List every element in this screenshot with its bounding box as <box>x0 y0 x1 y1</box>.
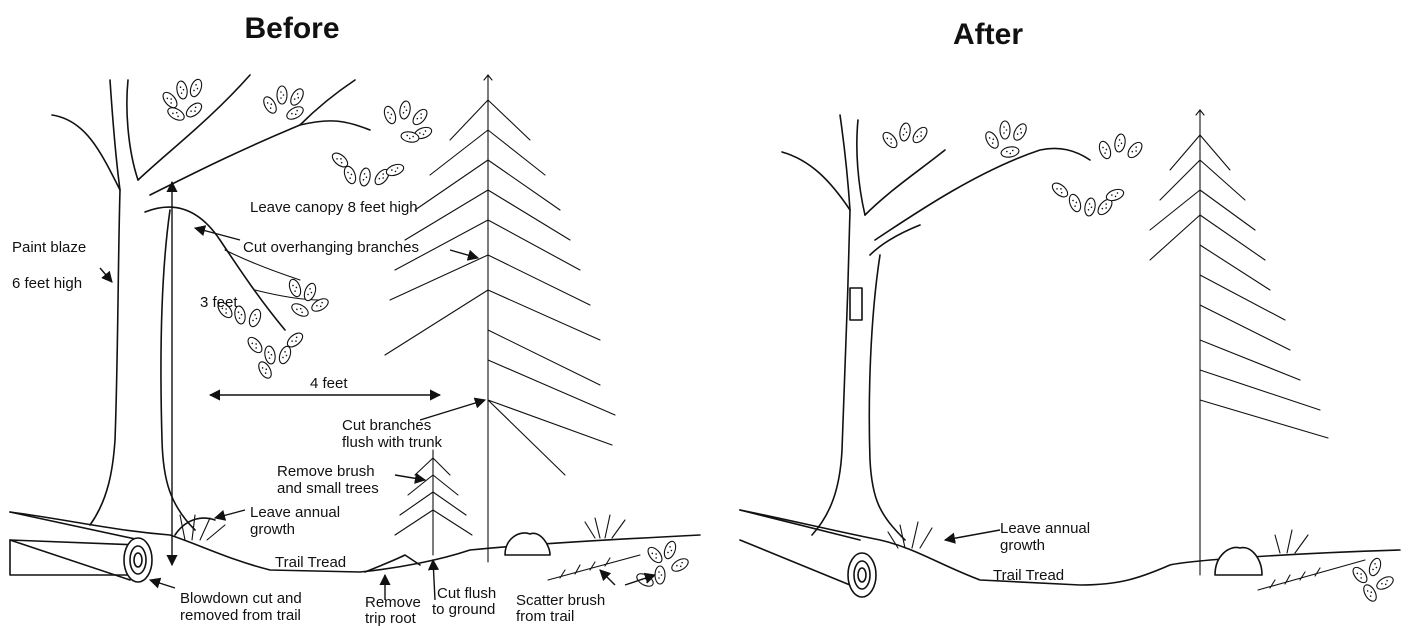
label-scatter-brush: Scatter brush <box>516 592 605 609</box>
after-label-leave-annual: Leave annual <box>1000 520 1090 537</box>
label-blowdown: Blowdown cut and <box>180 590 302 607</box>
label-remove: Remove <box>365 594 421 611</box>
label-cut-flush: Cut flush <box>437 585 496 602</box>
label-paint-blaze-height: 6 feet high <box>12 275 82 292</box>
label-growth: growth <box>250 521 295 538</box>
after-annotations <box>945 530 1000 540</box>
after-panel: After <box>740 18 1400 603</box>
after-label-trail-tread: Trail Tread <box>993 567 1064 584</box>
label-to-ground: to ground <box>432 601 495 618</box>
label-removed-from-trail: removed from trail <box>180 607 301 624</box>
before-panel: Before <box>10 12 700 626</box>
before-small-tree <box>395 450 472 555</box>
label-paint-blaze: Paint blaze <box>12 239 86 256</box>
label-trail-tread: Trail Tread <box>275 554 346 571</box>
label-four-feet: 4 feet <box>310 375 348 392</box>
after-labels: Leave annual growth Trail Tread <box>993 520 1090 584</box>
label-leave-canopy: Leave canopy 8 feet high <box>250 199 418 216</box>
label-trip-root: trip root <box>365 610 417 626</box>
label-small-trees: and small trees <box>277 480 379 497</box>
label-from-trail: from trail <box>516 608 574 625</box>
after-evergreen <box>1150 110 1328 575</box>
after-big-tree <box>782 115 1145 540</box>
after-title: After <box>953 18 1023 51</box>
label-three-feet: 3 feet <box>200 294 238 311</box>
before-ground <box>10 512 700 589</box>
after-label-growth: growth <box>1000 537 1045 554</box>
before-evergreen <box>385 75 615 562</box>
label-flush-with-trunk: flush with trunk <box>342 434 443 451</box>
label-cut-overhanging: Cut overhanging branches <box>243 239 419 256</box>
label-remove-brush: Remove brush <box>277 463 375 480</box>
label-cut-branches: Cut branches <box>342 417 431 434</box>
before-title: Before <box>244 12 339 45</box>
label-leave-annual: Leave annual <box>250 504 340 521</box>
